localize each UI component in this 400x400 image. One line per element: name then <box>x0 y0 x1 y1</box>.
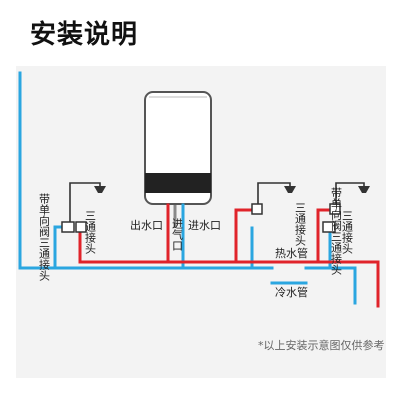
shower-head-icon <box>284 186 296 193</box>
disclaimer-note: *以上安装示意图仅供参考 <box>258 338 385 352</box>
middle-fixture-pipe <box>257 182 291 210</box>
shower-head-icon <box>94 186 106 193</box>
cold-water-main-pipe <box>18 266 357 305</box>
outlet-label: 出水口 <box>130 218 163 232</box>
right-fixture-pipe <box>335 182 365 210</box>
left-valve-label: 带单向阀三通接头 <box>38 193 51 281</box>
water-inlet-label: 进水口 <box>188 219 221 232</box>
left-tee-label: 三通接头 <box>84 210 97 254</box>
cold-pipe-label: 冷水管 <box>275 285 308 299</box>
gas-inlet-label: 进气口 <box>171 218 184 251</box>
water-heater <box>144 91 212 205</box>
valve-icon <box>251 203 263 215</box>
hot-water-main-pipe <box>78 260 380 308</box>
page-title: 安装说明 <box>30 20 139 50</box>
hot-pipe-label: 热水管 <box>275 246 308 260</box>
middle-tee-label: 三通接头 <box>294 202 307 246</box>
shower-head-icon <box>358 186 370 193</box>
left-fixture-pipe <box>69 182 101 227</box>
right-valve-label: 带单向阀三通接头 <box>330 187 343 275</box>
right-tee-label: 三通接头 <box>341 210 354 254</box>
valve-icon <box>61 221 87 233</box>
valve-icon <box>322 203 341 233</box>
heater-display-band <box>145 173 211 193</box>
